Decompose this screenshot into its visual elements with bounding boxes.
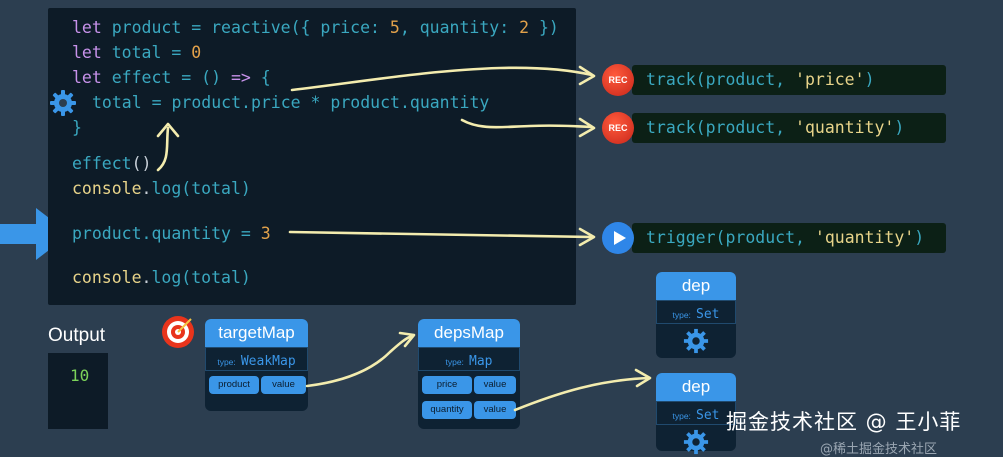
arrow-depsmap-to-dep [513,376,650,412]
arrow-to-track-quantity [460,118,594,129]
code-panel: let product = reactive({ price: 5, quant… [48,8,576,305]
code-line-1: let product = reactive({ price: 5, quant… [72,18,559,37]
gear-icon [50,90,76,116]
code-line-3: let effect = () => { [72,68,271,87]
gear-icon [683,328,709,354]
depsmap-card: depsMap type: Map price value quantity v… [418,319,520,429]
depsmap-value-price: value [474,376,516,394]
target-icon [162,316,194,348]
gear-icon [683,429,709,455]
depsmap-value-quantity: value [474,401,516,419]
output-value: 10 [70,366,90,385]
code-line-7: console.log(total) [72,179,251,198]
play-icon [602,222,634,254]
dep-title: dep [656,373,736,401]
arrow-to-track-price [290,66,594,92]
watermark: 掘金技术社区 @ 王小菲 [726,410,962,434]
action-track-price-pill: track(product, 'price') [632,65,946,95]
depsmap-key-quantity: quantity [422,401,472,419]
dep-title: dep [656,272,736,300]
code-line-4: total = product.price * product.quantity [92,93,490,112]
arrow-targetmap-to-depsmap [305,334,414,388]
code-line-5: } [72,118,82,137]
rec-icon: REC [602,112,634,144]
depsmap-type: type: Map [418,347,520,371]
dep-card-2: dep type: Set [656,373,736,455]
dep-type: type: Set [656,300,736,324]
dep-card-1: dep type: Set [656,272,736,358]
arrow-to-trigger [288,230,594,239]
code-line-2: let total = 0 [72,43,202,62]
depsmap-title: depsMap [418,319,520,347]
targetmap-title: targetMap [205,319,308,347]
targetmap-card: targetMap type: WeakMap product value [205,319,308,411]
targetmap-type: type: WeakMap [205,347,308,371]
action-track-quantity-pill: track(product, 'quantity') [632,113,946,143]
rec-icon: REC [602,64,634,96]
output-label: Output [48,325,106,346]
watermark-sub: @稀土掘金技术社区 [820,442,938,457]
output-box [48,353,108,429]
code-line-6: effect() [72,154,152,173]
code-line-8: product.quantity = 3 [72,224,271,243]
code-line-9: console.log(total) [72,268,251,287]
targetmap-value: value [261,376,306,394]
arrow-to-effect-call [156,126,170,172]
action-trigger-quantity-pill: trigger(product, 'quantity') [632,223,946,253]
targetmap-key: product [209,376,259,394]
depsmap-key-price: price [422,376,472,394]
dep-type: type: Set [656,401,736,425]
